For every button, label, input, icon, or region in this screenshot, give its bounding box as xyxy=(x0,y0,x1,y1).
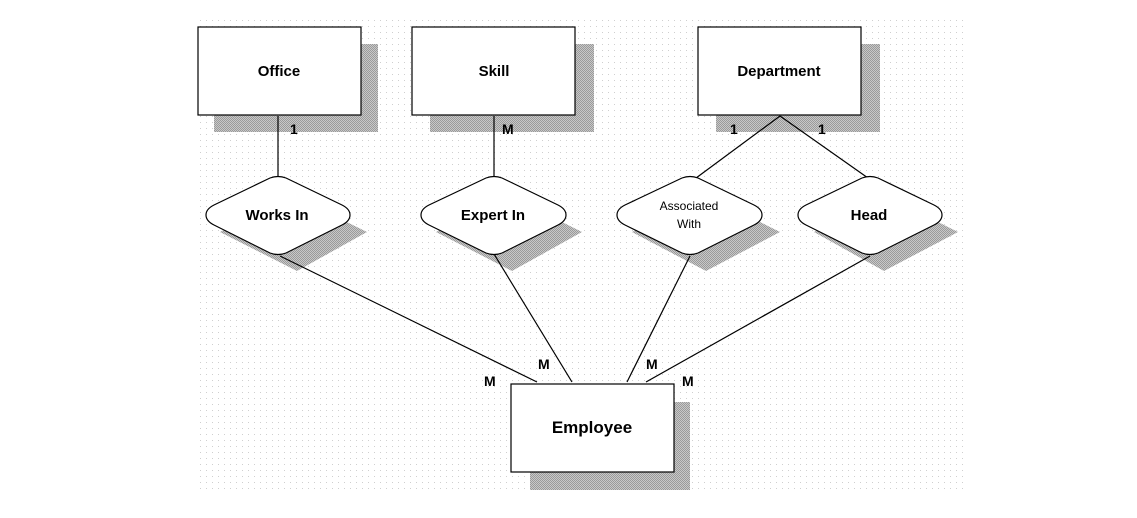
office-label: Office xyxy=(258,63,301,80)
works-in-employee-line xyxy=(279,255,538,383)
expert-in-diamond xyxy=(420,175,567,256)
head-label: Head xyxy=(851,207,888,224)
expert-in-employee-line xyxy=(493,253,573,383)
employee-box xyxy=(510,383,675,473)
connectors xyxy=(277,115,871,383)
relationship-expert-in: Expert In xyxy=(420,175,567,256)
associated-employee-line xyxy=(626,255,691,383)
cardinality-employee-associated-with: M xyxy=(646,356,658,372)
cardinality-department-associated-with: 1 xyxy=(730,121,738,137)
cardinality-labels: 1 M 1 1 M M M M xyxy=(290,121,826,389)
department-label: Department xyxy=(737,63,820,80)
relationship-works-in: Works In xyxy=(205,175,351,256)
skill-box xyxy=(411,26,576,116)
cardinality-office-works-in: 1 xyxy=(290,121,298,137)
cardinality-employee-works-in: M xyxy=(484,373,496,389)
employee-label: Employee xyxy=(552,418,632,437)
associated-with-label-line1: Associated xyxy=(660,199,719,213)
works-in-label: Works In xyxy=(245,207,308,224)
relationship-associated-with: Associated With xyxy=(616,175,763,256)
entity-employee: Employee xyxy=(510,383,675,473)
department-box xyxy=(697,26,862,116)
entity-department: Department xyxy=(697,26,862,116)
entity-skill: Skill xyxy=(411,26,576,116)
office-box xyxy=(197,26,362,116)
department-associated-line xyxy=(691,115,781,182)
cardinality-skill-expert-in: M xyxy=(502,121,514,137)
department-head-line xyxy=(779,115,869,179)
head-diamond xyxy=(797,175,943,256)
cardinality-department-head: 1 xyxy=(818,121,826,137)
cardinality-employee-head: M xyxy=(682,373,694,389)
relationship-head: Head xyxy=(797,175,943,256)
expert-in-label: Expert In xyxy=(461,207,525,224)
works-in-diamond xyxy=(205,175,351,256)
entity-office: Office xyxy=(197,26,362,116)
cardinality-employee-expert-in: M xyxy=(538,356,550,372)
head-employee-line xyxy=(645,255,871,383)
skill-label: Skill xyxy=(479,63,510,80)
associated-with-diamond xyxy=(616,175,763,256)
associated-with-label-line2: With xyxy=(677,217,701,231)
